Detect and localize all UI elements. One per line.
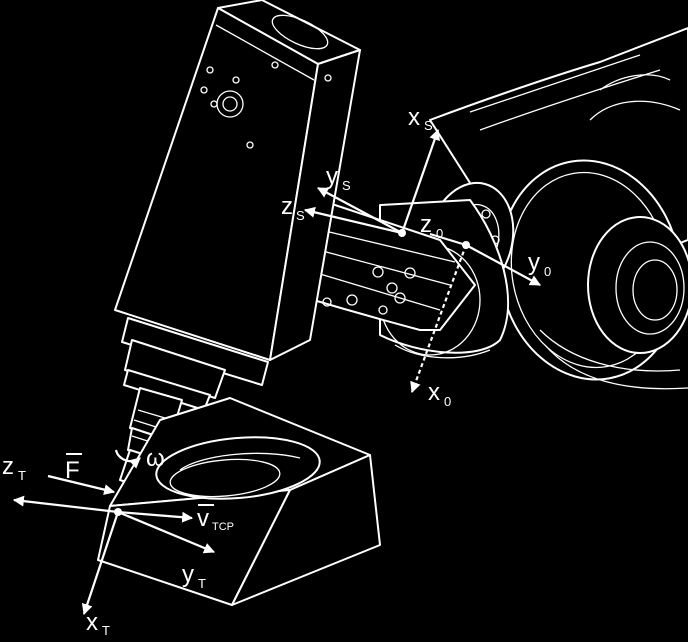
svg-text:0: 0 bbox=[544, 264, 551, 279]
svg-text:T: T bbox=[18, 468, 26, 483]
svg-text:0: 0 bbox=[436, 226, 443, 241]
y0-axis-arrow bbox=[465, 244, 541, 286]
label-yt: y T bbox=[182, 561, 206, 591]
sensor-frame bbox=[303, 128, 440, 237]
svg-text:TCP: TCP bbox=[212, 521, 234, 533]
tool-frame bbox=[12, 449, 216, 616]
label-vtcp: v TCP bbox=[197, 504, 234, 533]
workpiece bbox=[97, 397, 381, 606]
x0-axis-arrow bbox=[410, 244, 468, 394]
label-zt: z T bbox=[2, 453, 26, 483]
svg-text:z: z bbox=[2, 453, 14, 480]
svg-text:T: T bbox=[102, 623, 110, 637]
xt-axis-arrow bbox=[81, 511, 120, 616]
svg-text:v: v bbox=[197, 505, 209, 532]
yt-axis-arrow bbox=[117, 510, 216, 554]
svg-text:z: z bbox=[281, 193, 293, 220]
xs-axis-arrow bbox=[400, 128, 440, 234]
spindle-motor bbox=[114, 0, 361, 411]
label-omega: ω bbox=[146, 445, 165, 472]
svg-text:z: z bbox=[420, 211, 432, 238]
label-z0: z 0 bbox=[420, 211, 443, 241]
svg-text:ω: ω bbox=[146, 445, 165, 472]
omega-arrow bbox=[114, 449, 141, 469]
svg-text:y: y bbox=[528, 249, 540, 276]
label-ys: y S bbox=[326, 163, 351, 193]
svg-text:y: y bbox=[182, 561, 194, 588]
ys-axis-arrow bbox=[317, 187, 403, 234]
zt-axis-arrow bbox=[12, 495, 119, 514]
zs-axis-arrow bbox=[303, 206, 403, 235]
vtcp-arrow bbox=[117, 510, 194, 523]
svg-text:S: S bbox=[342, 178, 351, 193]
z0-axis-line bbox=[429, 232, 467, 247]
svg-text:x: x bbox=[86, 609, 98, 636]
label-zs: z S bbox=[281, 193, 305, 223]
svg-text:0: 0 bbox=[444, 394, 451, 409]
svg-text:x: x bbox=[408, 104, 420, 131]
label-xt: x T bbox=[86, 609, 110, 638]
svg-text:y: y bbox=[326, 163, 338, 190]
svg-text:x: x bbox=[428, 379, 440, 406]
svg-text:F: F bbox=[65, 457, 80, 484]
svg-text:T: T bbox=[198, 576, 206, 591]
force-arrow bbox=[47, 474, 116, 496]
svg-text:S: S bbox=[296, 208, 305, 223]
label-force: F bbox=[65, 453, 82, 484]
label-x0: x 0 bbox=[428, 379, 451, 409]
label-y0: y 0 bbox=[528, 249, 551, 279]
label-xs: x S bbox=[408, 104, 433, 133]
svg-text:S: S bbox=[424, 118, 433, 133]
base-frame bbox=[410, 232, 541, 394]
